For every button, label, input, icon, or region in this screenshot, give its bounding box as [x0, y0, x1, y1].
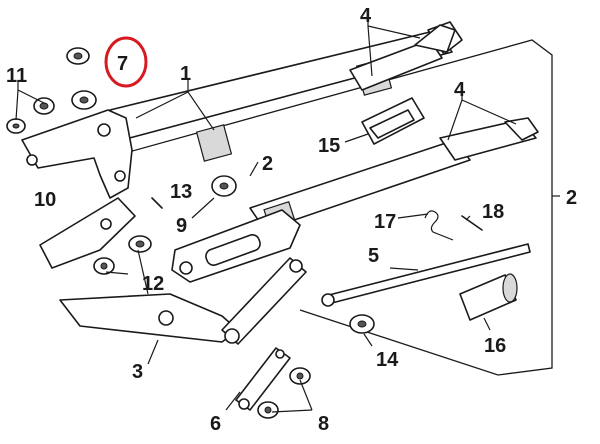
callout-11: 11: [6, 65, 27, 87]
callout-1: 1: [180, 63, 191, 85]
callout-8: 8: [318, 413, 329, 435]
callout-4-lower: 4: [454, 79, 466, 101]
part-15-loop-clamp: [361, 97, 425, 145]
part-2-lower-handle: [171, 139, 471, 283]
callout-17: 17: [374, 211, 396, 233]
callout-2-outer: 2: [566, 187, 577, 209]
part-16-sleeve: [459, 273, 518, 321]
callout-12: 12: [142, 273, 164, 295]
part-4-lower-grip: [439, 117, 539, 161]
callout-5: 5: [368, 245, 379, 267]
callout-18: 18: [482, 201, 504, 223]
callout-2-inner: 2: [262, 153, 273, 175]
callout-6: 6: [210, 413, 221, 435]
callout-10: 10: [34, 189, 56, 211]
part-4-upper-grip: [349, 24, 456, 91]
callout-15: 15: [318, 135, 340, 157]
highlight-circle-part-7: [104, 36, 148, 88]
callout-4-upper: 4: [360, 5, 372, 27]
callout-7: 7: [117, 53, 128, 75]
part-6-link: [221, 257, 307, 411]
callout-14: 14: [376, 349, 399, 371]
callout-13: 13: [170, 181, 192, 203]
callout-3: 3: [132, 361, 143, 383]
leader-lines: [15, 20, 560, 413]
part-5-rod: [321, 243, 531, 307]
callout-9: 9: [176, 215, 187, 237]
fastener-nuts: [6, 47, 375, 419]
part-17-spring: [424, 210, 454, 241]
part-18-pin: [461, 215, 483, 231]
part-10-guard: [39, 197, 136, 269]
part-3-blade: [59, 293, 239, 343]
callout-16: 16: [484, 335, 506, 357]
assembly-frame-2: [117, 39, 553, 376]
